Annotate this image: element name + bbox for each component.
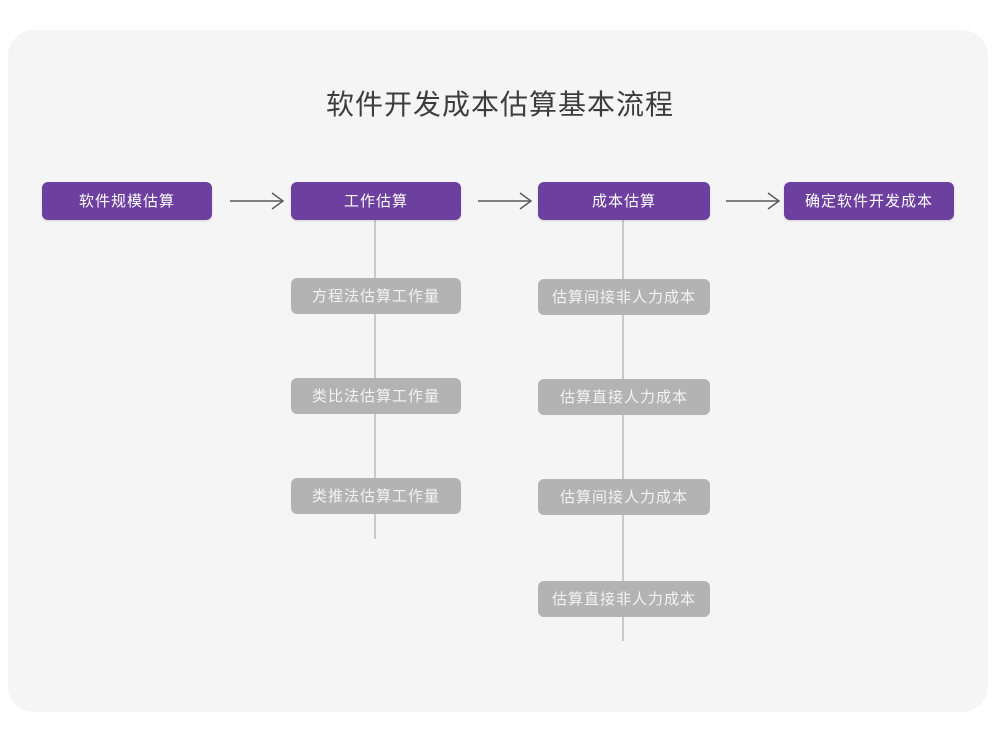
flow-node-step-4[interactable]: 确定软件开发成本: [784, 182, 954, 220]
flow-node-step-2-label: 工作估算: [343, 192, 408, 210]
sub-node-col2-2[interactable]: 类比法估算工作量: [291, 378, 461, 414]
sub-node-col3-3-label: 估算间接人力成本: [559, 488, 688, 506]
sub-node-col3-2[interactable]: 估算直接人力成本: [538, 379, 710, 415]
sub-node-col2-1-label: 方程法估算工作量: [311, 287, 440, 305]
flow-arrow-2: [478, 191, 538, 211]
flow-node-step-2[interactable]: 工作估算: [291, 182, 461, 220]
diagram-card: 软件开发成本估算基本流程 软件规模估算 工作估算 成本估算 确定软件开发成本: [8, 30, 988, 712]
flow-node-step-1[interactable]: 软件规模估算: [42, 182, 212, 220]
sub-node-col3-3[interactable]: 估算间接人力成本: [538, 479, 710, 515]
flow-node-step-3-label: 成本估算: [591, 192, 656, 210]
sub-node-col3-4-label: 估算直接非人力成本: [551, 590, 696, 608]
flow-node-step-3[interactable]: 成本估算: [538, 182, 710, 220]
sub-node-col3-1[interactable]: 估算间接非人力成本: [538, 279, 710, 315]
sub-node-col3-4[interactable]: 估算直接非人力成本: [538, 581, 710, 617]
sub-node-col2-3[interactable]: 类推法估算工作量: [291, 478, 461, 514]
flow-node-step-4-label: 确定软件开发成本: [804, 192, 933, 210]
sub-node-col2-2-label: 类比法估算工作量: [311, 387, 440, 405]
page-title: 软件开发成本估算基本流程: [325, 89, 674, 120]
connector-line-column-3: [622, 219, 624, 641]
sub-node-col2-3-label: 类推法估算工作量: [311, 487, 440, 505]
sub-node-col2-1[interactable]: 方程法估算工作量: [291, 278, 461, 314]
flow-arrow-3: [726, 191, 786, 211]
sub-node-col3-1-label: 估算间接非人力成本: [551, 288, 696, 306]
flow-arrow-1: [230, 191, 290, 211]
sub-node-col3-2-label: 估算直接人力成本: [559, 388, 688, 406]
flow-node-step-1-label: 软件规模估算: [78, 192, 175, 210]
